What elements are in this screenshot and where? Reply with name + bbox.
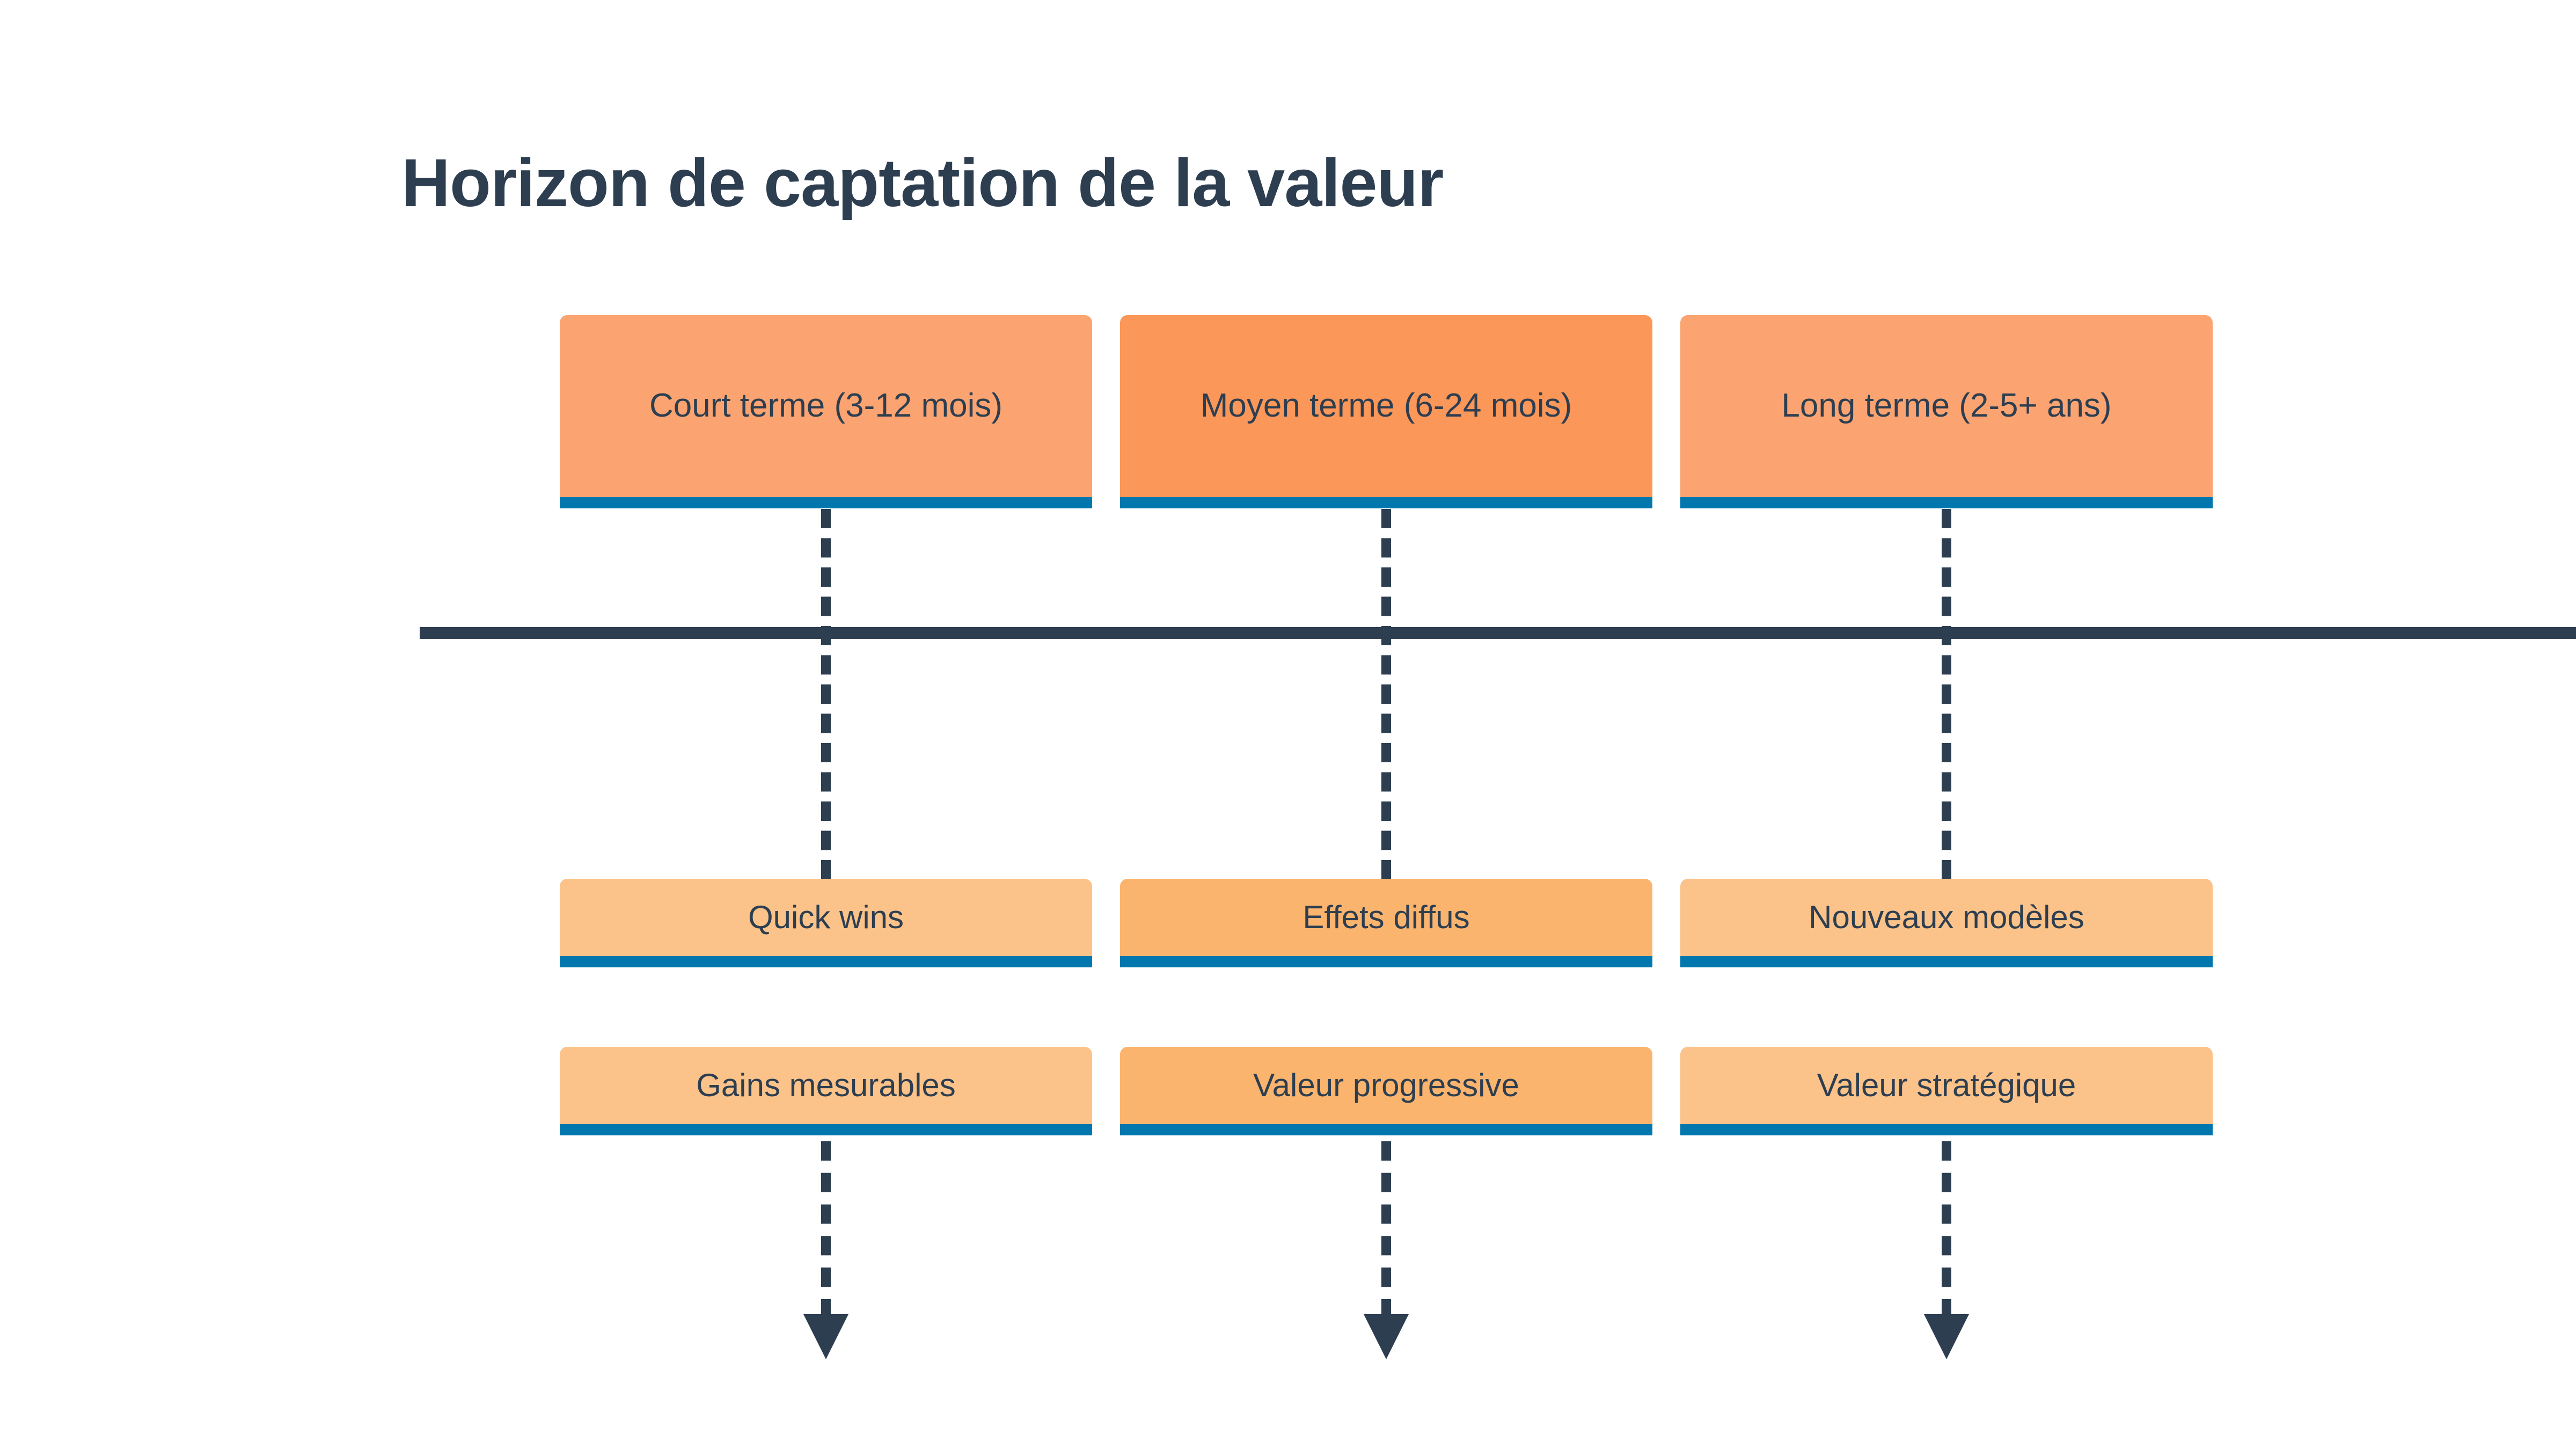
timeline-axis: [420, 627, 2576, 639]
connector-line-column-2-lower: [1381, 1141, 1391, 1318]
horizon-box-mid-term[interactable]: Moyen terme (6-24 mois): [1120, 315, 1652, 508]
arrow-down-icon-column-2: [1364, 1314, 1409, 1359]
value-box-strategic-value-label: Valeur stratégique: [1817, 1067, 2076, 1103]
value-box-progressive-value-label: Valeur progressive: [1253, 1067, 1519, 1103]
horizon-box-mid-term-label: Moyen terme (6-24 mois): [1200, 387, 1572, 425]
horizon-box-long-term-label: Long terme (2-5+ ans): [1781, 387, 2112, 425]
outcome-box-new-models-label: Nouveaux modèles: [1809, 899, 2084, 935]
arrow-down-icon-column-3: [1924, 1314, 1969, 1359]
arrow-down-icon-column-1: [803, 1314, 848, 1359]
horizon-box-long-term[interactable]: Long terme (2-5+ ans): [1680, 315, 2213, 508]
page-title: Horizon de captation de la valeur: [401, 145, 1444, 221]
value-box-strategic-value[interactable]: Valeur stratégique: [1680, 1047, 2213, 1135]
outcome-box-quick-wins[interactable]: Quick wins: [560, 879, 1092, 967]
outcome-box-diffuse-effects[interactable]: Effets diffus: [1120, 879, 1652, 967]
value-box-measurable-gains[interactable]: Gains mesurables: [560, 1047, 1092, 1135]
connector-line-column-2-upper: [1381, 509, 1391, 879]
outcome-box-new-models[interactable]: Nouveaux modèles: [1680, 879, 2213, 967]
outcome-box-quick-wins-label: Quick wins: [748, 899, 904, 935]
outcome-box-diffuse-effects-label: Effets diffus: [1302, 899, 1470, 935]
value-box-measurable-gains-label: Gains mesurables: [696, 1067, 956, 1103]
horizon-box-short-term-label: Court terme (3-12 mois): [649, 387, 1003, 425]
connector-line-column-1-upper: [821, 509, 831, 879]
connector-line-column-3-upper: [1942, 509, 1951, 879]
value-box-progressive-value[interactable]: Valeur progressive: [1120, 1047, 1652, 1135]
connector-line-column-1-lower: [821, 1141, 831, 1318]
horizon-box-short-term[interactable]: Court terme (3-12 mois): [560, 315, 1092, 508]
connector-line-column-3-lower: [1942, 1141, 1951, 1318]
